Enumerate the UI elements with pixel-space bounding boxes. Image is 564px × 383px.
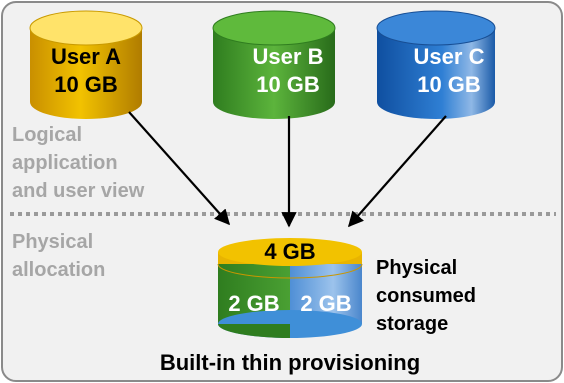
user-c-name: User C (414, 44, 485, 69)
physical-line-2: allocation (12, 259, 105, 281)
consumed-storage-label: Physical consumed storage (376, 257, 476, 335)
storage-right-label: 2 GB (300, 291, 351, 316)
user-b-size: 10 GB (256, 72, 320, 97)
user-b-name: User B (253, 44, 324, 69)
logical-line-1: Logical (12, 124, 82, 146)
storage-used-label: 4 GB (264, 239, 315, 264)
user-a-name: User A (51, 44, 121, 69)
physical-line-1: Physical (12, 231, 93, 253)
physical-allocation-label: Physical allocation (12, 231, 105, 281)
arrow-user-c (347, 115, 447, 228)
user-b-cylinder: User B 10 GB (212, 10, 336, 119)
consumed-line-3: storage (376, 313, 448, 335)
user-a-cylinder: User A 10 GB (29, 10, 143, 119)
arrow-user-a (128, 111, 231, 226)
physical-storage-cylinder: 4 GB 2 GB 2 GB (217, 238, 363, 338)
user-c-size: 10 GB (417, 72, 481, 97)
storage-left-label: 2 GB (228, 291, 279, 316)
user-c-cylinder: User C 10 GB (376, 10, 496, 119)
consumed-line-1: Physical (376, 257, 457, 279)
consumed-line-2: consumed (376, 285, 476, 307)
logical-line-3: and user view (12, 180, 145, 202)
logical-line-2: application (12, 152, 118, 174)
user-a-size: 10 GB (54, 72, 118, 97)
diagram-caption: Built-in thin provisioning (160, 350, 420, 375)
logical-view-label: Logical application and user view (12, 124, 145, 202)
